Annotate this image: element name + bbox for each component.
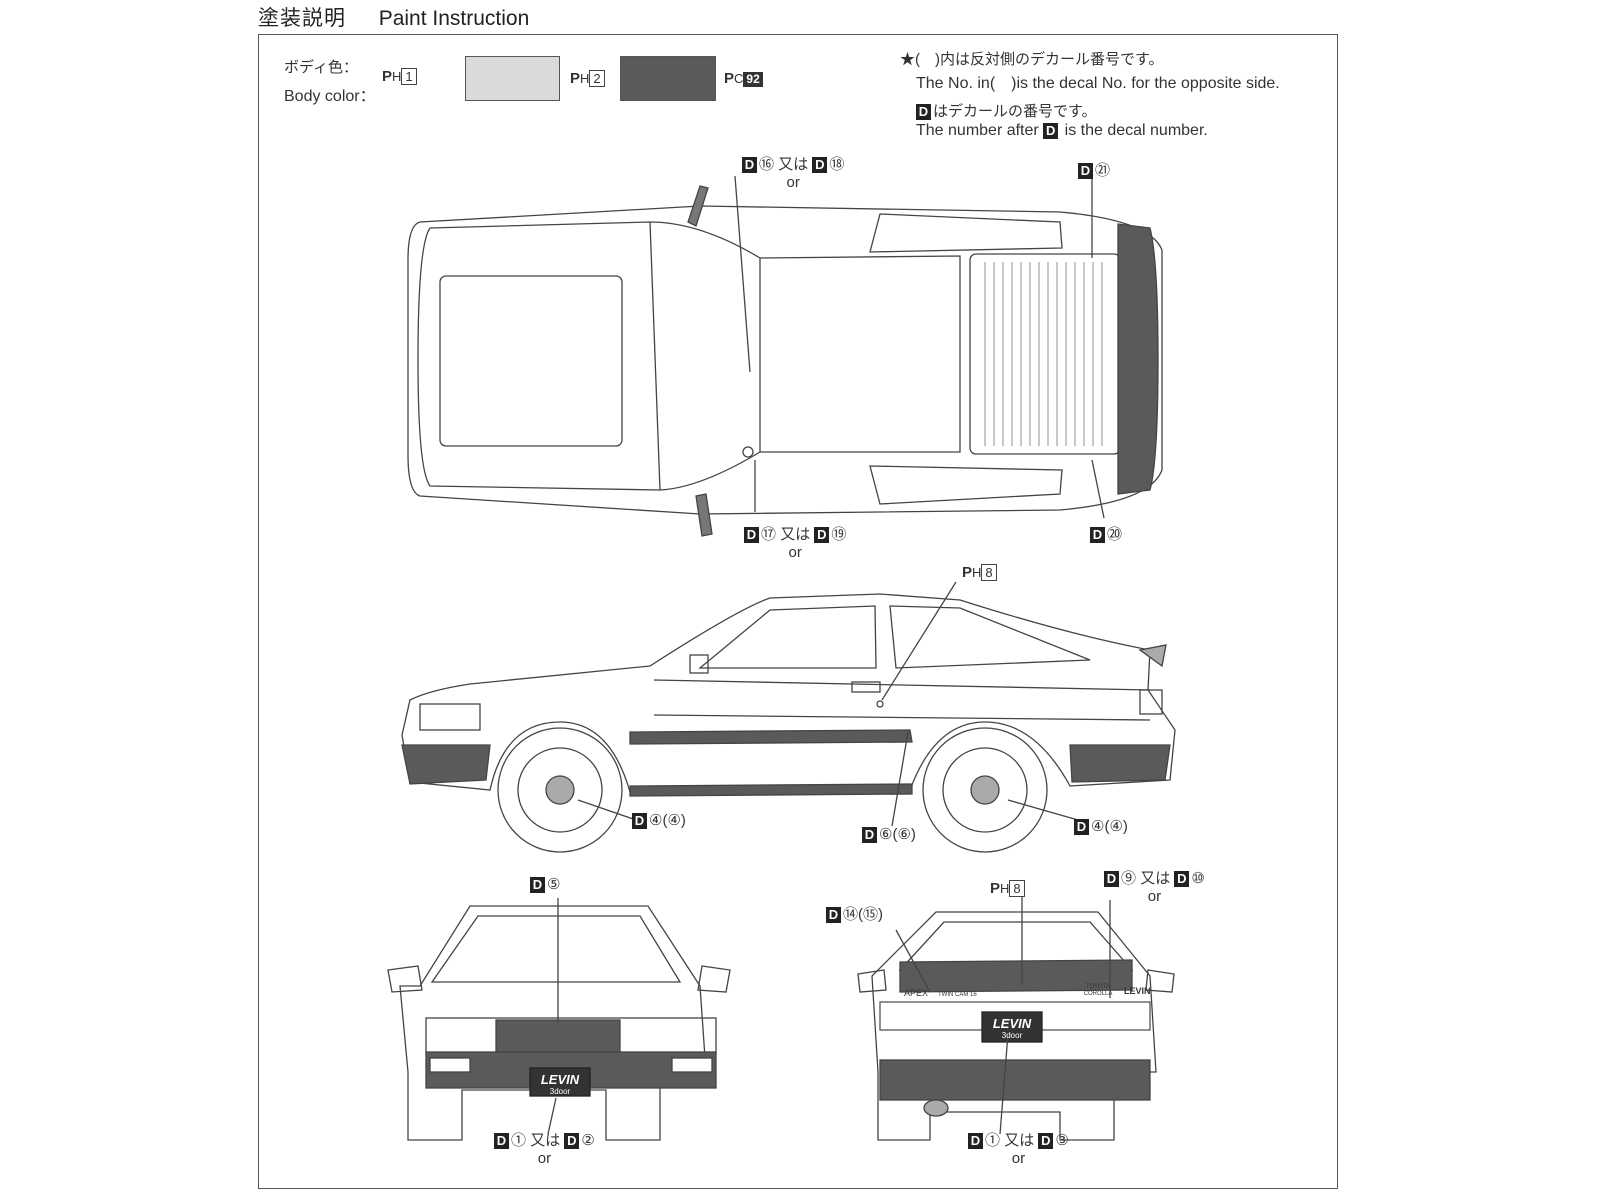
front-plate-3door: 3door — [550, 1087, 571, 1096]
page-header: 塗装説明 Paint Instruction — [258, 2, 529, 32]
rear-badge-apex: APEX — [904, 988, 928, 998]
note-d-en: The number after D is the decal number. — [916, 122, 1208, 140]
body-color-label-jp: ボディ色： — [284, 59, 358, 76]
rear-defroster-lines — [984, 262, 1103, 446]
swatch-light-grey — [465, 56, 560, 101]
front-plate-levin: LEVIN — [541, 1072, 580, 1087]
rear-badge-twincam: TWIN CAM 16 — [938, 992, 977, 998]
rear-plate-levin: LEVIN — [993, 1016, 1032, 1031]
swatch-dark-grey — [620, 56, 716, 101]
body-color-label-en: Body color： — [284, 88, 376, 105]
rear-badge-levin: LEVIN — [1124, 986, 1151, 996]
car-side-view — [401, 581, 1176, 853]
decal-mark-icon: D — [1043, 123, 1059, 140]
title-japanese: 塗装説明 — [258, 6, 346, 30]
title-english: Paint Instruction — [378, 7, 530, 30]
rear-badge-toyota: TOYOTA — [1086, 984, 1110, 990]
rear-badge-corolla: COROLLA — [1084, 991, 1113, 997]
note-star-en: The No. in( )is the decal No. for the op… — [916, 75, 1280, 92]
instruction-frame — [258, 34, 1338, 1189]
rear-plate-3door: 3door — [1002, 1031, 1023, 1040]
decal-mark-icon: D — [916, 104, 931, 121]
car-top-view — [407, 175, 1163, 537]
note-star-jp: ★( )内は反対側のデカール番号です。 — [900, 51, 1164, 68]
car-rear-view — [857, 896, 1175, 1141]
car-front-view — [387, 898, 731, 1141]
